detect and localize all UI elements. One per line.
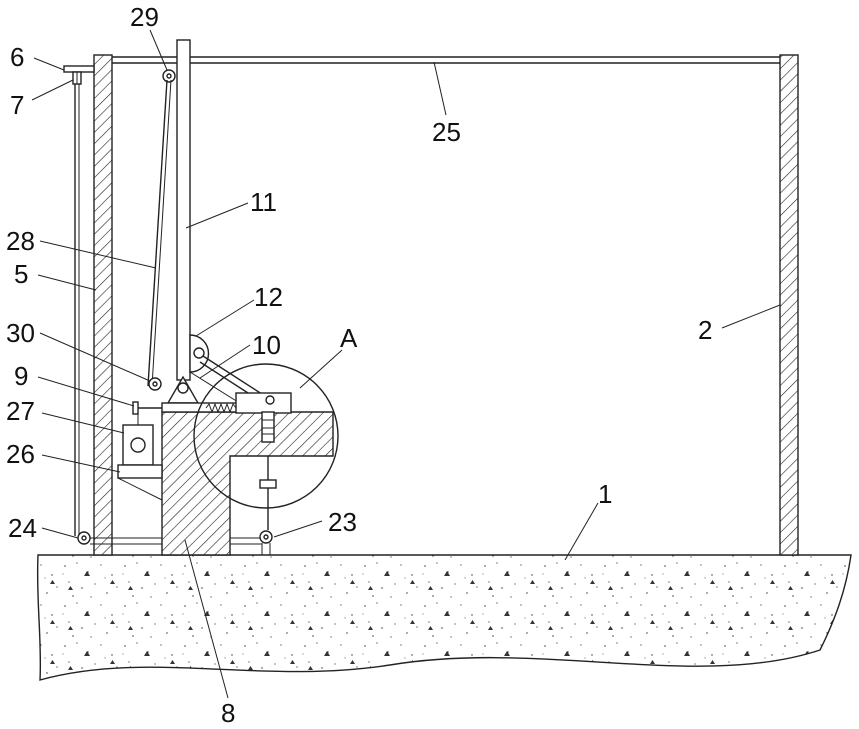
label-26: 26 <box>6 439 35 469</box>
label-2: 2 <box>698 315 712 345</box>
shelf-26 <box>118 465 162 478</box>
label-30: 30 <box>6 318 35 348</box>
label-12: 12 <box>254 282 283 312</box>
ground <box>38 555 851 680</box>
label-A: A <box>340 323 358 353</box>
leader-12 <box>196 300 254 336</box>
label-24: 24 <box>8 513 37 543</box>
leader-9 <box>38 377 134 406</box>
label-9: 9 <box>14 361 28 391</box>
leader-7 <box>32 80 73 100</box>
bolt-9 <box>133 402 138 414</box>
label-7: 7 <box>10 90 24 120</box>
leader-24 <box>42 528 78 538</box>
inclined-rope <box>148 80 167 386</box>
leader-6 <box>34 58 64 70</box>
right-wall <box>780 55 798 555</box>
leader-5 <box>38 275 96 290</box>
label-27: 27 <box>6 396 35 426</box>
leader-A <box>300 350 342 388</box>
leader-23 <box>274 521 322 537</box>
leader-1 <box>565 503 598 560</box>
label-23: 23 <box>328 507 357 537</box>
label-5: 5 <box>14 259 28 289</box>
top-bracket <box>64 66 94 72</box>
base-pedestal <box>162 412 333 555</box>
label-11: 11 <box>250 187 277 217</box>
leader-2 <box>722 305 780 328</box>
label-28: 28 <box>6 226 35 256</box>
label-10: 10 <box>252 330 281 360</box>
label-6: 6 <box>10 42 24 72</box>
left-wall <box>94 55 112 555</box>
label-8: 8 <box>221 698 235 728</box>
slider-block <box>236 393 291 413</box>
label-29: 29 <box>130 2 159 32</box>
label-1: 1 <box>598 479 612 509</box>
vertical-post <box>177 40 190 380</box>
leader-29 <box>150 30 167 70</box>
leader-11 <box>186 203 248 228</box>
leader-25 <box>434 62 446 115</box>
link-arm <box>203 356 268 398</box>
label-25: 25 <box>432 117 461 147</box>
